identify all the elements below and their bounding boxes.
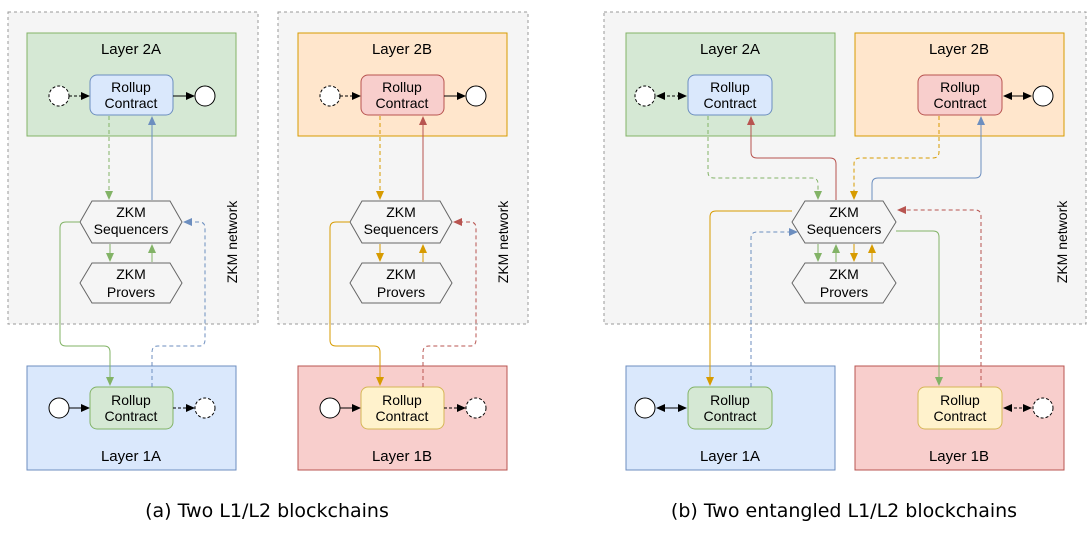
zkm-network-label: ZKM network [495,200,511,283]
sequencers-label-line1: ZKM [116,204,146,220]
edge-green-solid [59,221,114,386]
edge-blue-solid [871,116,985,200]
layer-1b-title: Layer 1B [372,448,432,465]
provers-label-line2: Provers [107,284,155,300]
edge-green-dashed [707,116,822,200]
rollup-label-line2: Contract [704,95,757,111]
rollup-label-line1: Rollup [710,392,750,408]
panel-b: ZKM network Layer 2A Rollup Contract Lay… [603,11,1087,522]
edge-orange-dashed [850,116,940,200]
sequencers-label-line2: Sequencers [364,221,439,237]
rollup-label-line1: Rollup [710,79,750,95]
panel-a: ZKM network ZKM network Layer 2A Rollup … [7,11,529,522]
edge-orange-solid [706,210,792,386]
zkm-network-label: ZKM network [1054,200,1070,283]
layer-1a-title: Layer 1A [101,448,161,465]
provers-label-line2: Provers [377,284,425,300]
circle-node [194,85,216,107]
sequencers-label-line2: Sequencers [807,221,882,237]
zkm-provers-a[interactable] [79,262,183,304]
rollup-label-line1: Rollup [940,79,980,95]
sequencers-label-line1: ZKM [386,204,416,220]
caption-b: (b) Two entangled L1/L2 blockchains [671,500,1017,522]
rollup-label-line1: Rollup [382,392,422,408]
caption-a: (a) Two L1/L2 blockchains [145,500,389,522]
rollup-contract-l1b[interactable] [917,386,1003,430]
rollup-label-line2: Contract [934,408,987,424]
edge-red-dashed [897,206,982,387]
rollup-label-line2: Contract [704,408,757,424]
circle-node [319,397,341,419]
circle-node [48,397,70,419]
edge-green-solid [896,230,943,386]
rollup-label-line1: Rollup [940,392,980,408]
provers-label-line1: ZKM [116,266,146,282]
rollup-contract-l2a[interactable] [89,74,174,116]
rollup-contract-l2b[interactable] [917,74,1003,116]
dashed-circle-node [319,85,341,107]
rollup-contract-l2b[interactable] [360,74,445,116]
circle-node [634,397,656,419]
dashed-circle-node [48,85,70,107]
circle-node [1032,85,1054,107]
zkm-provers-b[interactable] [349,262,453,304]
layer-1b-title: Layer 1B [929,448,989,465]
zkm-provers[interactable] [791,262,897,304]
rollup-label-line2: Contract [934,95,987,111]
circle-node [465,85,487,107]
edge-red-dashed [422,218,477,387]
sequencers-label-line1: ZKM [829,204,859,220]
dashed-circle-node [194,397,216,419]
zkm-sequencers[interactable] [791,200,897,244]
layer-2b-title: Layer 2B [372,41,432,58]
edge-orange-solid [329,221,384,386]
sequencers-label-line2: Sequencers [94,221,169,237]
layer-2a-title: Layer 2A [700,41,760,58]
rollup-label-line2: Contract [376,95,429,111]
rollup-label-line2: Contract [105,408,158,424]
provers-label-line1: ZKM [386,266,416,282]
rollup-label-line2: Contract [105,95,158,111]
dashed-circle-node [1032,397,1054,419]
dashed-circle-node [634,85,656,107]
layer-1a-title: Layer 1A [700,448,760,465]
rollup-contract-l2a[interactable] [687,74,773,116]
rollup-label-line1: Rollup [111,392,151,408]
edge-red-solid [747,116,837,200]
edge-blue-dashed [750,228,798,387]
provers-label-line2: Provers [820,284,868,300]
layer-2a-title: Layer 2A [101,41,161,58]
zkm-network-label: ZKM network [224,200,240,283]
rollup-label-line1: Rollup [111,79,151,95]
provers-label-line1: ZKM [829,266,859,282]
edge-blue-dashed [151,218,206,387]
rollup-label-line1: Rollup [382,79,422,95]
rollup-label-line2: Contract [376,408,429,424]
rollup-contract-l1a[interactable] [687,386,773,430]
layer-2b-title: Layer 2B [929,41,989,58]
dashed-circle-node [465,397,487,419]
